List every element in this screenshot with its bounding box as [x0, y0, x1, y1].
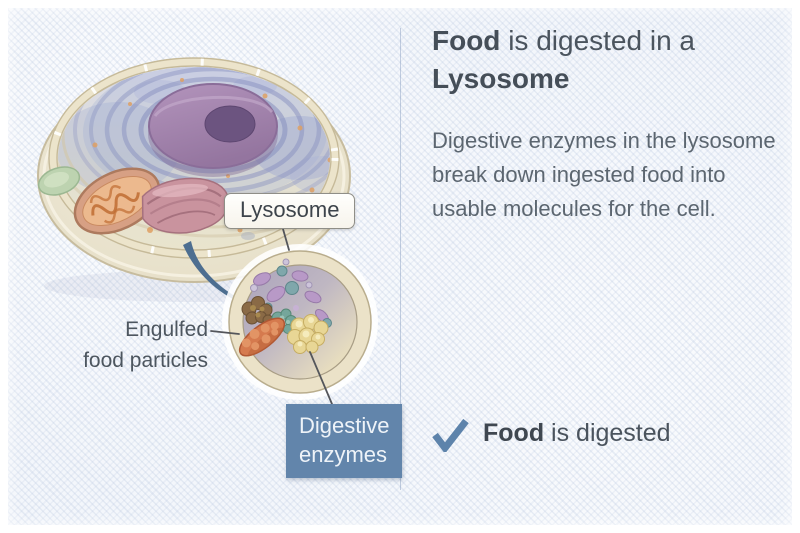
- status-rest: is digested: [544, 419, 671, 447]
- column-divider: [400, 28, 401, 490]
- food-particle-brown: [241, 296, 274, 326]
- engulfed-leader-line: [210, 330, 240, 335]
- engulfed-label-line2: food particles: [83, 349, 208, 372]
- nucleus: [148, 83, 278, 177]
- checkmark-icon: [432, 418, 469, 452]
- status-row: Food is digested: [432, 414, 671, 452]
- lysosome-leader-line: [282, 228, 290, 251]
- page-title: Food is digested in a Lysosome: [432, 22, 780, 98]
- title-line2: Lysosome: [432, 63, 570, 94]
- title-rest: is digested in a: [500, 25, 695, 56]
- membrane-rings: [58, 67, 330, 238]
- digestive-enzymes-cluster: [287, 314, 329, 354]
- body-line: break down ingested food into: [432, 162, 726, 187]
- lysosome-label: Lysosome: [224, 193, 356, 229]
- lysosome-magnified: [222, 244, 378, 400]
- engulfed-food-label: Engulfed food particles: [56, 314, 208, 376]
- text-panel: Food is digested in a Lysosome Digestive…: [432, 22, 780, 226]
- leader-lines: [210, 228, 333, 405]
- status-bold-word: Food: [483, 419, 545, 447]
- status-text: Food is digested: [483, 414, 671, 452]
- golgi-apparatus: [141, 177, 230, 234]
- green-organelle: [37, 166, 81, 196]
- digestive-enzymes-label: Digestive enzymes: [286, 404, 403, 478]
- digestive-label-line2: enzymes: [299, 442, 388, 467]
- body-paragraph: Digestive enzymes in the lysosome break …: [432, 124, 780, 226]
- title-bold-word: Food: [432, 25, 501, 56]
- food-particle-orange: [238, 317, 286, 357]
- digestive-label-line1: Digestive: [299, 413, 390, 438]
- digestive-leader-line: [309, 351, 333, 405]
- engulfed-label-line1: Engulfed: [125, 318, 208, 341]
- nucleolus: [204, 105, 256, 143]
- body-line: usable molecules for the cell.: [432, 196, 716, 221]
- purple-vesicles: [253, 270, 329, 323]
- lavender-dots: [250, 258, 313, 292]
- cell-illustration: [37, 57, 378, 405]
- body-line: Digestive enzymes in the lysosome: [432, 128, 776, 153]
- mitochondrion: [73, 167, 161, 235]
